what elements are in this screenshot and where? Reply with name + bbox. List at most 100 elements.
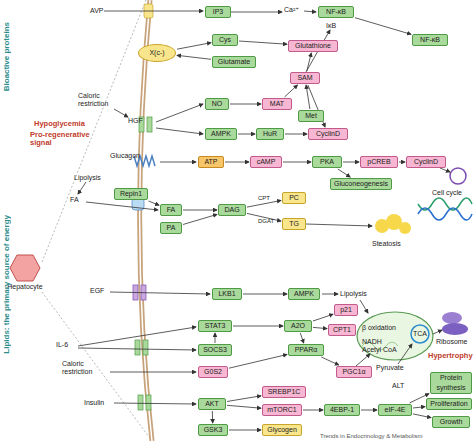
annotation-label: IκB — [326, 22, 344, 30]
node-text: X(c-) — [140, 45, 174, 61]
pathway-connector — [212, 411, 213, 423]
node-text: Met — [300, 111, 322, 121]
pathway-connector — [229, 355, 287, 369]
annotation-label: Insulin — [84, 399, 114, 407]
node-text: TG — [284, 219, 304, 229]
arrow — [306, 224, 372, 226]
pathway-connector — [285, 134, 307, 135]
cell-cycle-icon — [450, 168, 466, 184]
process-box: HuR — [256, 128, 284, 140]
node-text: SAM — [292, 73, 318, 83]
node-text: A2O — [286, 321, 310, 331]
node-text: cAMP — [252, 157, 280, 167]
pathway-connector — [321, 357, 338, 365]
process-box: SOCS3 — [198, 344, 232, 356]
process-box: CyclinD — [406, 156, 446, 168]
arrow — [78, 348, 196, 350]
node-text: GSK3 — [200, 425, 226, 435]
arrow — [78, 182, 86, 194]
pathway-connector — [177, 43, 211, 50]
process-box: STAT3 — [198, 320, 232, 332]
node-text: Gluconeogenesis — [332, 179, 390, 189]
process-box: Protein synthesis — [430, 372, 472, 394]
highlight-label: Hypoglycemia — [34, 120, 104, 128]
node-text: PPARα — [290, 345, 322, 355]
pathway-connector — [355, 18, 411, 35]
node-text: mTORC1 — [264, 405, 300, 415]
node-text: AKT — [200, 399, 224, 409]
pathway-connector — [307, 53, 312, 71]
node-text: DAG — [220, 205, 244, 215]
annotation-label: FA — [70, 196, 84, 204]
annotation-label: β oxidation — [362, 324, 402, 332]
pathway-connector — [303, 410, 323, 411]
arrow — [114, 403, 196, 404]
process-box: Glutathione — [288, 40, 338, 52]
arrow — [231, 12, 282, 13]
node-text: Glutathione — [290, 41, 336, 51]
pathway-connector — [285, 85, 298, 97]
node-text: NO — [207, 99, 227, 109]
process-box: SREBP1C — [262, 386, 306, 398]
annotation-label: Steatosis — [372, 240, 412, 248]
mitochondrion — [357, 312, 433, 360]
edge-label: DGAT — [258, 218, 274, 225]
ribosome — [442, 323, 468, 335]
insulin-receptor — [138, 395, 143, 410]
annotation-label: Ca²⁺ — [284, 6, 306, 14]
pathway-connector — [239, 41, 287, 44]
node-text: SREBP1C — [264, 387, 304, 397]
pathway-connector — [238, 134, 255, 135]
annotation-label: NADH Acetyl CoA — [362, 338, 402, 354]
node-text: SOCS3 — [200, 345, 230, 355]
process-box: PGC1α — [336, 366, 372, 378]
pathway-connector — [399, 162, 405, 163]
pathway-connector — [227, 396, 261, 402]
process-box: CyclinD — [308, 128, 348, 140]
lipid-droplet — [399, 222, 411, 234]
pathway-connector — [343, 162, 359, 163]
process-box: GSK3 — [198, 424, 228, 436]
process-box: AMPK — [205, 128, 237, 140]
annotation-label: TCA — [412, 330, 428, 338]
pathway-connector — [225, 162, 249, 163]
pathway-connector — [183, 214, 217, 224]
insulin-receptor — [146, 395, 151, 410]
process-box: mTORC1 — [262, 404, 302, 416]
arrow — [114, 109, 128, 117]
annotation-label: Pyruvate — [376, 364, 412, 372]
pathway-arrows — [78, 11, 450, 404]
highlight-label: Hypertrophy — [428, 352, 474, 360]
process-box: NO — [205, 98, 229, 110]
node-text: Proliferation — [428, 399, 470, 409]
arrow — [156, 128, 203, 134]
pathway-connector — [177, 55, 211, 59]
hgf-receptor — [147, 117, 152, 132]
node-text: Glycogen — [264, 425, 300, 435]
node-text: CyclinD — [408, 157, 444, 167]
pathway-connector — [300, 333, 303, 343]
process-box: cAMP — [250, 156, 282, 168]
node-text: Glutamate — [214, 57, 254, 67]
arrow — [156, 104, 203, 122]
process-box: PC — [282, 192, 306, 204]
process-box: CPT1 — [328, 324, 356, 336]
node-text: Protein synthesis — [432, 373, 470, 393]
process-box: TG — [282, 218, 306, 230]
annotation-label: Cell cycle — [432, 189, 472, 197]
node-text: 4EBP-1 — [326, 405, 358, 415]
annotation-label: AVP — [90, 7, 114, 15]
annotation-label: EGF — [90, 287, 110, 295]
process-box: PA — [160, 222, 182, 234]
node-text: p21 — [336, 305, 356, 315]
cell-membrane-inner — [140, 0, 152, 441]
process-box: DAG — [218, 204, 246, 216]
tca-cycle — [411, 325, 429, 343]
annotation-label: Trends in Endocrinology & Metabolism — [320, 432, 474, 440]
process-box: Met — [298, 110, 324, 122]
node-text: FA — [162, 205, 180, 215]
highlight-label: Pro-regenerative signal — [30, 131, 96, 147]
annotation-label: Glucagon — [110, 152, 150, 160]
pathway-connector — [361, 410, 377, 411]
process-box: p21 — [334, 304, 358, 316]
